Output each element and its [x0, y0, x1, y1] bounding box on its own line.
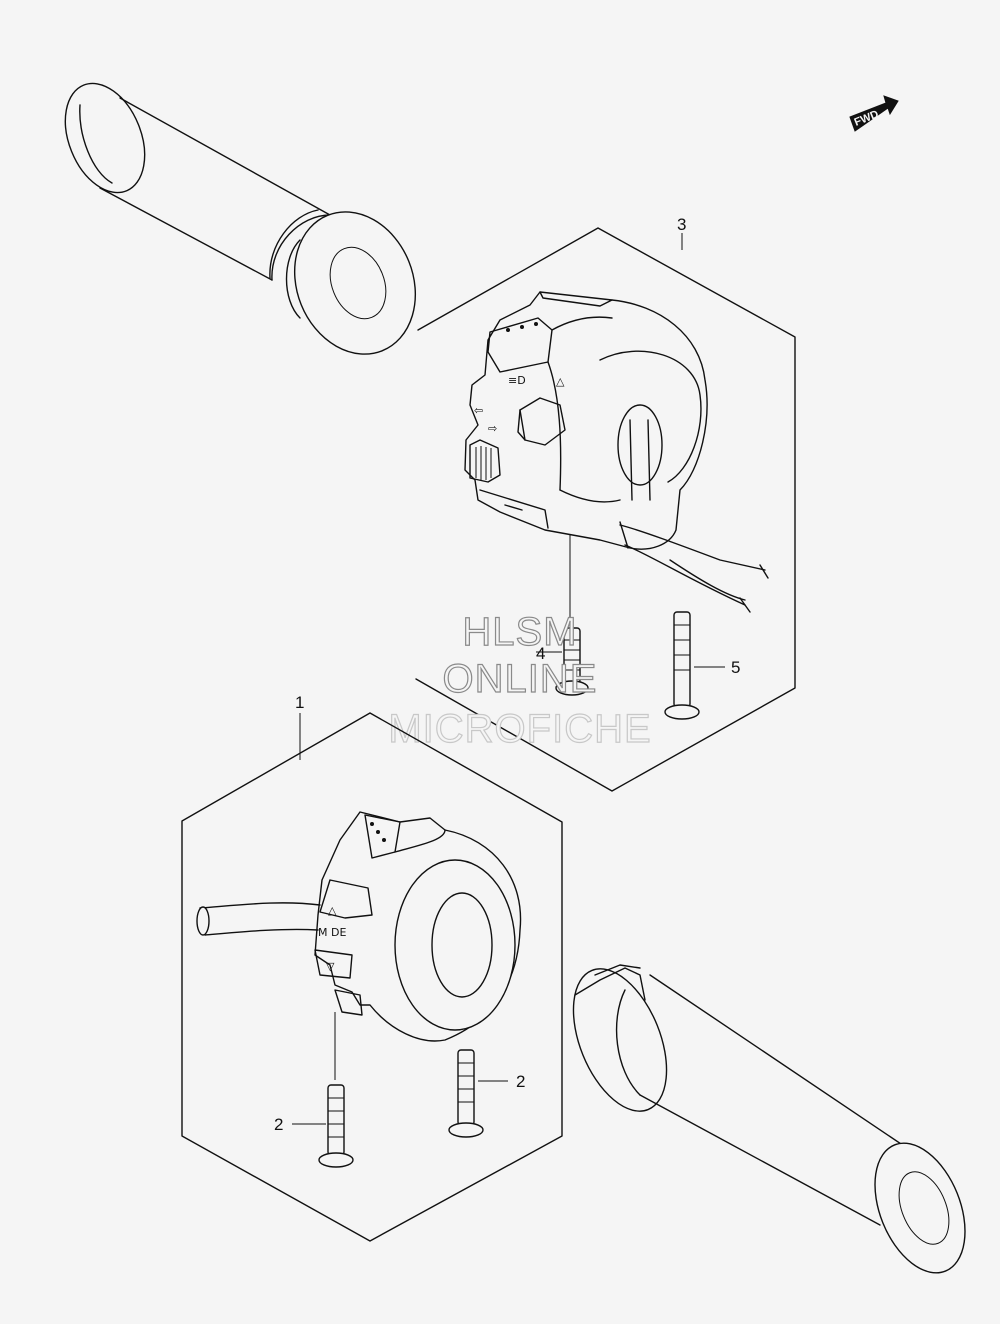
kit-1-outline — [181, 712, 563, 1242]
callout-2-left: 2 — [274, 1115, 283, 1134]
watermark: HLSM ONLINE MICROFICHE — [388, 609, 652, 751]
fwd-label: FWD — [853, 108, 881, 129]
left-handlebar-switch: △ M DE ▽ — [196, 811, 522, 1080]
callout-5: 5 — [731, 658, 740, 677]
screw-5 — [664, 611, 725, 720]
mode-switch-label: M DE — [318, 926, 346, 939]
lower-handlebar-grip — [572, 964, 966, 1274]
fwd-arrow-icon: FWD — [849, 95, 899, 132]
callout-4: 4 — [536, 644, 545, 663]
screw-2-right — [448, 1049, 508, 1138]
svg-text:⇦: ⇦ — [474, 404, 483, 417]
watermark-line-2: ONLINE — [443, 657, 598, 701]
watermark-line-3: MICROFICHE — [388, 707, 651, 751]
screw-4 — [536, 627, 589, 696]
headlight-icon: ≡D — [508, 374, 526, 387]
upper-handlebar-grip — [64, 82, 417, 355]
svg-text:△: △ — [328, 904, 337, 917]
right-handlebar-switch: ≡D △ ⇦ ⇨ — [464, 291, 769, 640]
svg-text:⇨: ⇨ — [488, 422, 497, 435]
callout-2-right: 2 — [516, 1072, 525, 1091]
callout-1: 1 — [295, 693, 304, 712]
kit-3-outline — [415, 227, 796, 792]
watermark-line-1: HLSM — [462, 610, 577, 654]
screw-2-left — [292, 1084, 354, 1168]
svg-text:▽: ▽ — [326, 960, 335, 973]
callout-3: 3 — [677, 215, 686, 234]
hazard-triangle-icon: △ — [556, 375, 565, 388]
